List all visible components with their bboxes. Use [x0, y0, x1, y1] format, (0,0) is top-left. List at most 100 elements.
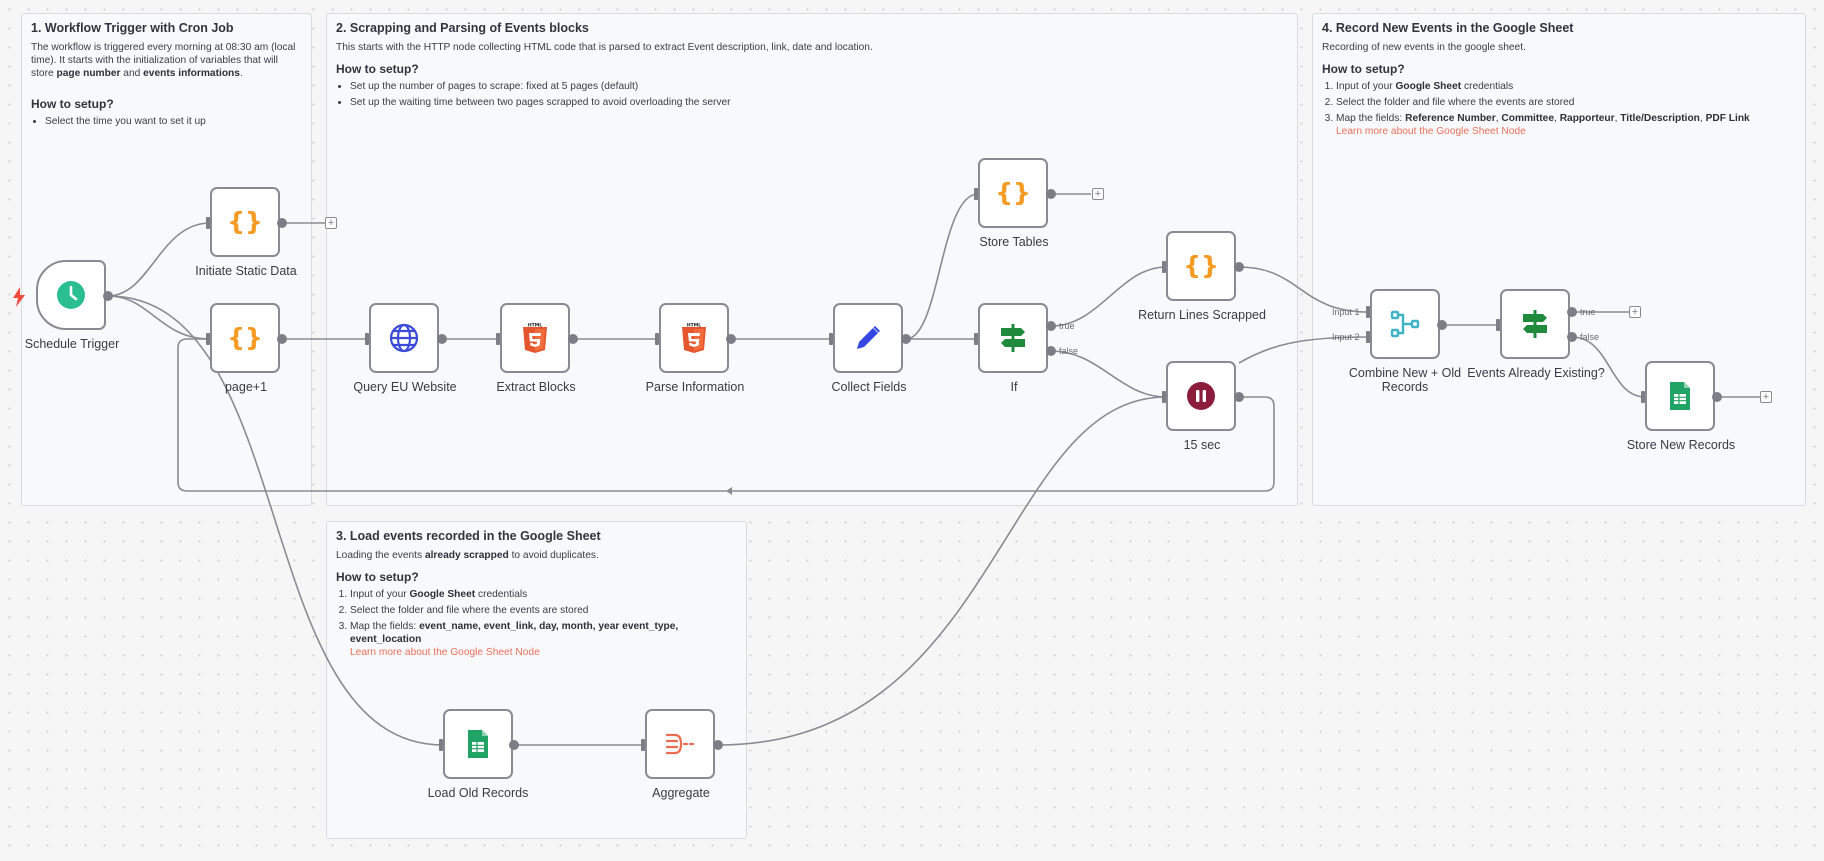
sticky-note-record[interactable]: 4. Record New Events in the Google Sheet… — [1312, 13, 1806, 506]
output-port[interactable] — [103, 291, 113, 301]
input-port[interactable] — [1641, 391, 1645, 403]
input-port[interactable] — [1162, 261, 1166, 273]
add-node-plus-icon[interactable]: + — [1760, 391, 1772, 403]
sticky-list: Set up the number of pages to scrape: fi… — [336, 80, 1288, 109]
combine-new-old-records-node[interactable] — [1370, 289, 1440, 359]
true-output-port[interactable] — [1046, 321, 1056, 331]
output-port[interactable] — [509, 740, 519, 750]
google-sheets-icon — [468, 730, 488, 758]
input-port[interactable] — [655, 333, 659, 345]
query-eu-website-node[interactable] — [369, 303, 439, 373]
true-output-port[interactable] — [1567, 307, 1577, 317]
aggregate-node[interactable] — [645, 709, 715, 779]
google-sheet-docs-link[interactable]: Learn more about the Google Sheet Node — [350, 647, 540, 658]
clock-icon — [57, 281, 85, 309]
input-2-port[interactable] — [1366, 331, 1370, 343]
branch-label-false: false — [1059, 346, 1079, 356]
load-old-records-node[interactable] — [443, 709, 513, 779]
node-label: Store New Records — [1626, 438, 1736, 452]
collect-fields-node[interactable] — [833, 303, 903, 373]
globe-icon — [389, 323, 419, 353]
output-port[interactable] — [1234, 392, 1244, 402]
output-port[interactable] — [437, 334, 447, 344]
node-label: Extract Blocks — [496, 380, 576, 394]
signpost-icon — [1001, 324, 1025, 352]
branch-label-false: false — [1580, 332, 1600, 342]
output-port[interactable] — [726, 334, 736, 344]
output-port[interactable] — [277, 218, 287, 228]
false-output-port[interactable] — [1046, 346, 1056, 356]
sticky-list: Input of your Google Sheet credentials S… — [336, 588, 737, 659]
add-node-plus-icon[interactable]: + — [1629, 306, 1641, 318]
html5-icon: HTML — [682, 323, 706, 353]
store-tables-node[interactable]: {} — [978, 158, 1048, 228]
svg-text:HTML: HTML — [687, 323, 701, 329]
sticky-list: Select the time you want to set it up — [31, 115, 302, 128]
input-port[interactable] — [829, 333, 833, 345]
output-port[interactable] — [1437, 320, 1447, 330]
output-port[interactable] — [713, 740, 723, 750]
code-braces-icon: {} — [228, 207, 262, 236]
input-1-port[interactable] — [1366, 306, 1370, 318]
input-port[interactable] — [974, 333, 978, 345]
node-label: Store Tables — [979, 235, 1049, 249]
node-label: Query EU Website — [353, 380, 457, 394]
sticky-list: Input of your Google Sheet credentials S… — [1322, 80, 1796, 138]
node-label: page+1 — [224, 380, 268, 394]
output-port[interactable] — [277, 334, 287, 344]
node-label: If — [1010, 380, 1018, 394]
input-port[interactable] — [206, 217, 210, 229]
node-label: 15 sec — [1183, 438, 1221, 452]
parse-information-node[interactable]: HTML — [659, 303, 729, 373]
svg-text:HTML: HTML — [528, 323, 542, 329]
input-port[interactable] — [206, 333, 210, 345]
return-lines-scrapped-node[interactable]: {} — [1166, 231, 1236, 301]
google-sheet-docs-link[interactable]: Learn more about the Google Sheet Node — [1336, 126, 1526, 137]
false-output-port[interactable] — [1567, 332, 1577, 342]
svg-text:{}: {} — [228, 207, 262, 236]
if-node[interactable] — [978, 303, 1048, 373]
node-label: Aggregate — [652, 786, 710, 800]
initiate-static-data-node[interactable]: {} — [210, 187, 280, 257]
output-port[interactable] — [1046, 189, 1056, 199]
node-label: Combine New + Old Records — [1348, 366, 1462, 394]
code-braces-icon: {} — [1184, 251, 1218, 280]
sticky-title: 4. Record New Events in the Google Sheet — [1322, 21, 1574, 35]
extract-blocks-node[interactable]: HTML — [500, 303, 570, 373]
input-2-label: Input 2 — [1332, 332, 1360, 342]
wait-15-sec-node[interactable] — [1166, 361, 1236, 431]
events-already-existing-node[interactable] — [1500, 289, 1570, 359]
sticky-note-load[interactable]: 3. Load events recorded in the Google Sh… — [326, 521, 747, 839]
input-port[interactable] — [439, 739, 443, 751]
schedule-trigger-node[interactable] — [36, 260, 106, 330]
google-sheets-icon — [1670, 382, 1690, 410]
node-label: Collect Fields — [831, 380, 907, 394]
output-port[interactable] — [901, 334, 911, 344]
sticky-note-trigger[interactable]: 1. Workflow Trigger with Cron Job The wo… — [21, 13, 312, 506]
wire-return-to-combine — [1238, 266, 1369, 313]
code-braces-icon: {} — [228, 323, 262, 352]
page-plus-one-node[interactable]: {} — [210, 303, 280, 373]
input-port[interactable] — [1496, 319, 1500, 331]
sticky-note-scraping[interactable]: 2. Scrapping and Parsing of Events block… — [326, 13, 1298, 506]
add-node-plus-icon[interactable]: + — [325, 217, 337, 229]
branch-label-true: true — [1580, 307, 1596, 317]
input-port[interactable] — [1162, 391, 1166, 403]
input-1-label: Input 1 — [1332, 307, 1360, 317]
input-port[interactable] — [974, 188, 978, 200]
sticky-subtitle: How to setup? — [31, 97, 114, 111]
add-node-plus-icon[interactable]: + — [1092, 188, 1104, 200]
store-new-records-node[interactable] — [1645, 361, 1715, 431]
output-port[interactable] — [568, 334, 578, 344]
aggregate-icon — [665, 733, 695, 755]
input-port[interactable] — [365, 333, 369, 345]
input-port[interactable] — [496, 333, 500, 345]
wire-trigger-to-initiate — [107, 222, 211, 297]
input-port[interactable] — [641, 739, 645, 751]
node-label: Events Already Existing? — [1467, 366, 1605, 380]
code-braces-icon: {} — [996, 178, 1030, 207]
output-port[interactable] — [1234, 262, 1244, 272]
html5-icon: HTML — [523, 323, 547, 353]
output-port[interactable] — [1712, 392, 1722, 402]
